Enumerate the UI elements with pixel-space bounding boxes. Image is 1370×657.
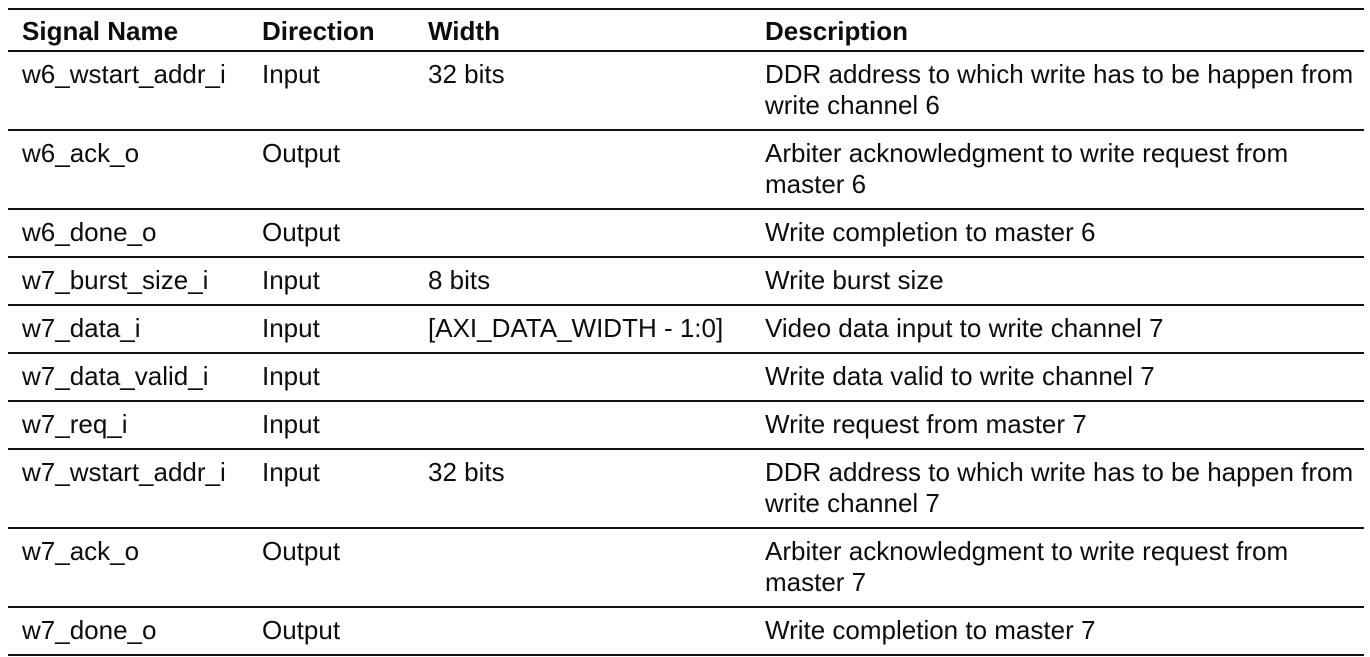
width-cell: 8 bits <box>428 265 491 295</box>
column-header-direction: Direction <box>262 16 375 46</box>
signal-name-cell: w7_data_i <box>22 313 141 343</box>
width-cell <box>414 353 751 401</box>
direction-cell: Output <box>262 217 341 247</box>
width-cell: [AXI_DATA_WIDTH - 1:0] <box>428 313 724 343</box>
description-cell: Write completion to master 7 <box>765 615 1096 645</box>
signal-name-cell: w7_burst_size_i <box>22 265 209 295</box>
signal-name-cell: w7_done_o <box>22 615 157 645</box>
signal-name-cell: w7_data_valid_i <box>22 361 209 391</box>
table-row: w7_burst_size_i Input 8 bits Write burst… <box>8 257 1364 305</box>
signal-name-cell: w7_wstart_addr_i <box>22 457 226 487</box>
signal-name-cell: w7_ack_o <box>22 536 140 566</box>
direction-cell: Input <box>262 409 320 439</box>
direction-cell: Input <box>262 361 320 391</box>
description-cell: DDR address to which write has to be hap… <box>765 457 1354 518</box>
signal-name-cell: w6_wstart_addr_i <box>22 59 226 89</box>
direction-cell: Input <box>262 313 320 343</box>
description-cell: Write request from master 7 <box>765 409 1087 439</box>
signal-name-cell: w6_done_o <box>22 217 157 247</box>
column-header-width: Width <box>428 16 500 46</box>
direction-cell: Input <box>262 457 320 487</box>
description-cell: DDR address to which write has to be hap… <box>765 59 1354 120</box>
table-row: w6_wstart_addr_i Input 32 bits DDR addre… <box>8 51 1364 130</box>
table-row: w7_req_i Input Write request from master… <box>8 401 1364 449</box>
column-header-description: Description <box>765 16 909 46</box>
description-cell: Arbiter acknowledgment to write request … <box>765 138 1289 199</box>
table-row: w7_wstart_addr_i Input 32 bits DDR addre… <box>8 449 1364 528</box>
direction-cell: Output <box>262 536 341 566</box>
table-row: w6_done_o Output Write completion to mas… <box>8 209 1364 257</box>
direction-cell: Input <box>262 59 320 89</box>
column-header-signal-name: Signal Name <box>22 16 179 46</box>
width-cell <box>414 607 751 655</box>
direction-cell: Input <box>262 265 320 295</box>
width-cell <box>414 130 751 209</box>
signal-name-cell: w6_ack_o <box>22 138 140 168</box>
width-cell <box>414 209 751 257</box>
direction-cell: Output <box>262 138 341 168</box>
table-row: w7_done_o Output Write completion to mas… <box>8 607 1364 655</box>
table-row: w7_ack_o Output Arbiter acknowledgment t… <box>8 528 1364 607</box>
description-cell: Write data valid to write channel 7 <box>765 361 1155 391</box>
description-cell: Write completion to master 6 <box>765 217 1096 247</box>
width-cell <box>414 401 751 449</box>
width-cell: 32 bits <box>428 457 505 487</box>
description-cell: Video data input to write channel 7 <box>765 313 1164 343</box>
width-cell: 32 bits <box>428 59 505 89</box>
signal-description-table: Signal Name Direction Width Description … <box>8 8 1364 656</box>
description-cell: Arbiter acknowledgment to write request … <box>765 536 1289 597</box>
width-cell <box>414 528 751 607</box>
direction-cell: Output <box>262 615 341 645</box>
table-row: w7_data_i Input [AXI_DATA_WIDTH - 1:0] V… <box>8 305 1364 353</box>
table-row: w6_ack_o Output Arbiter acknowledgment t… <box>8 130 1364 209</box>
table-row: w7_data_valid_i Input Write data valid t… <box>8 353 1364 401</box>
signal-name-cell: w7_req_i <box>22 409 128 439</box>
table-header-row: Signal Name Direction Width Description <box>8 9 1364 51</box>
description-cell: Write burst size <box>765 265 944 295</box>
